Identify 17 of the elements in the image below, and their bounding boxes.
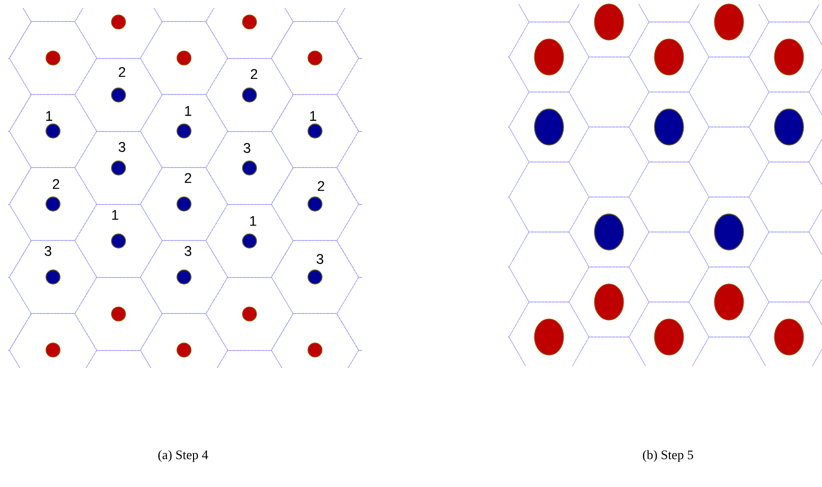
site-number: 2 — [184, 173, 192, 183]
site-number: 2 — [318, 181, 324, 191]
caption: (a) Step 4 — [158, 450, 208, 462]
site-number: 1 — [250, 216, 256, 226]
site-number: 2 — [250, 69, 258, 79]
site-number: 3 — [316, 254, 324, 264]
site-number: 3 — [44, 246, 52, 256]
site-number: 3 — [118, 142, 126, 152]
site-number: 1 — [310, 111, 316, 121]
site-number: 2 — [118, 67, 126, 77]
site-number: 2 — [52, 179, 60, 189]
caption: (b) Step 5 — [642, 450, 694, 462]
site-number: 3 — [184, 246, 192, 256]
site-number: 1 — [46, 111, 52, 121]
site-number: 1 — [112, 210, 118, 220]
site-number: 3 — [244, 143, 250, 153]
site-number: 1 — [185, 106, 192, 116]
